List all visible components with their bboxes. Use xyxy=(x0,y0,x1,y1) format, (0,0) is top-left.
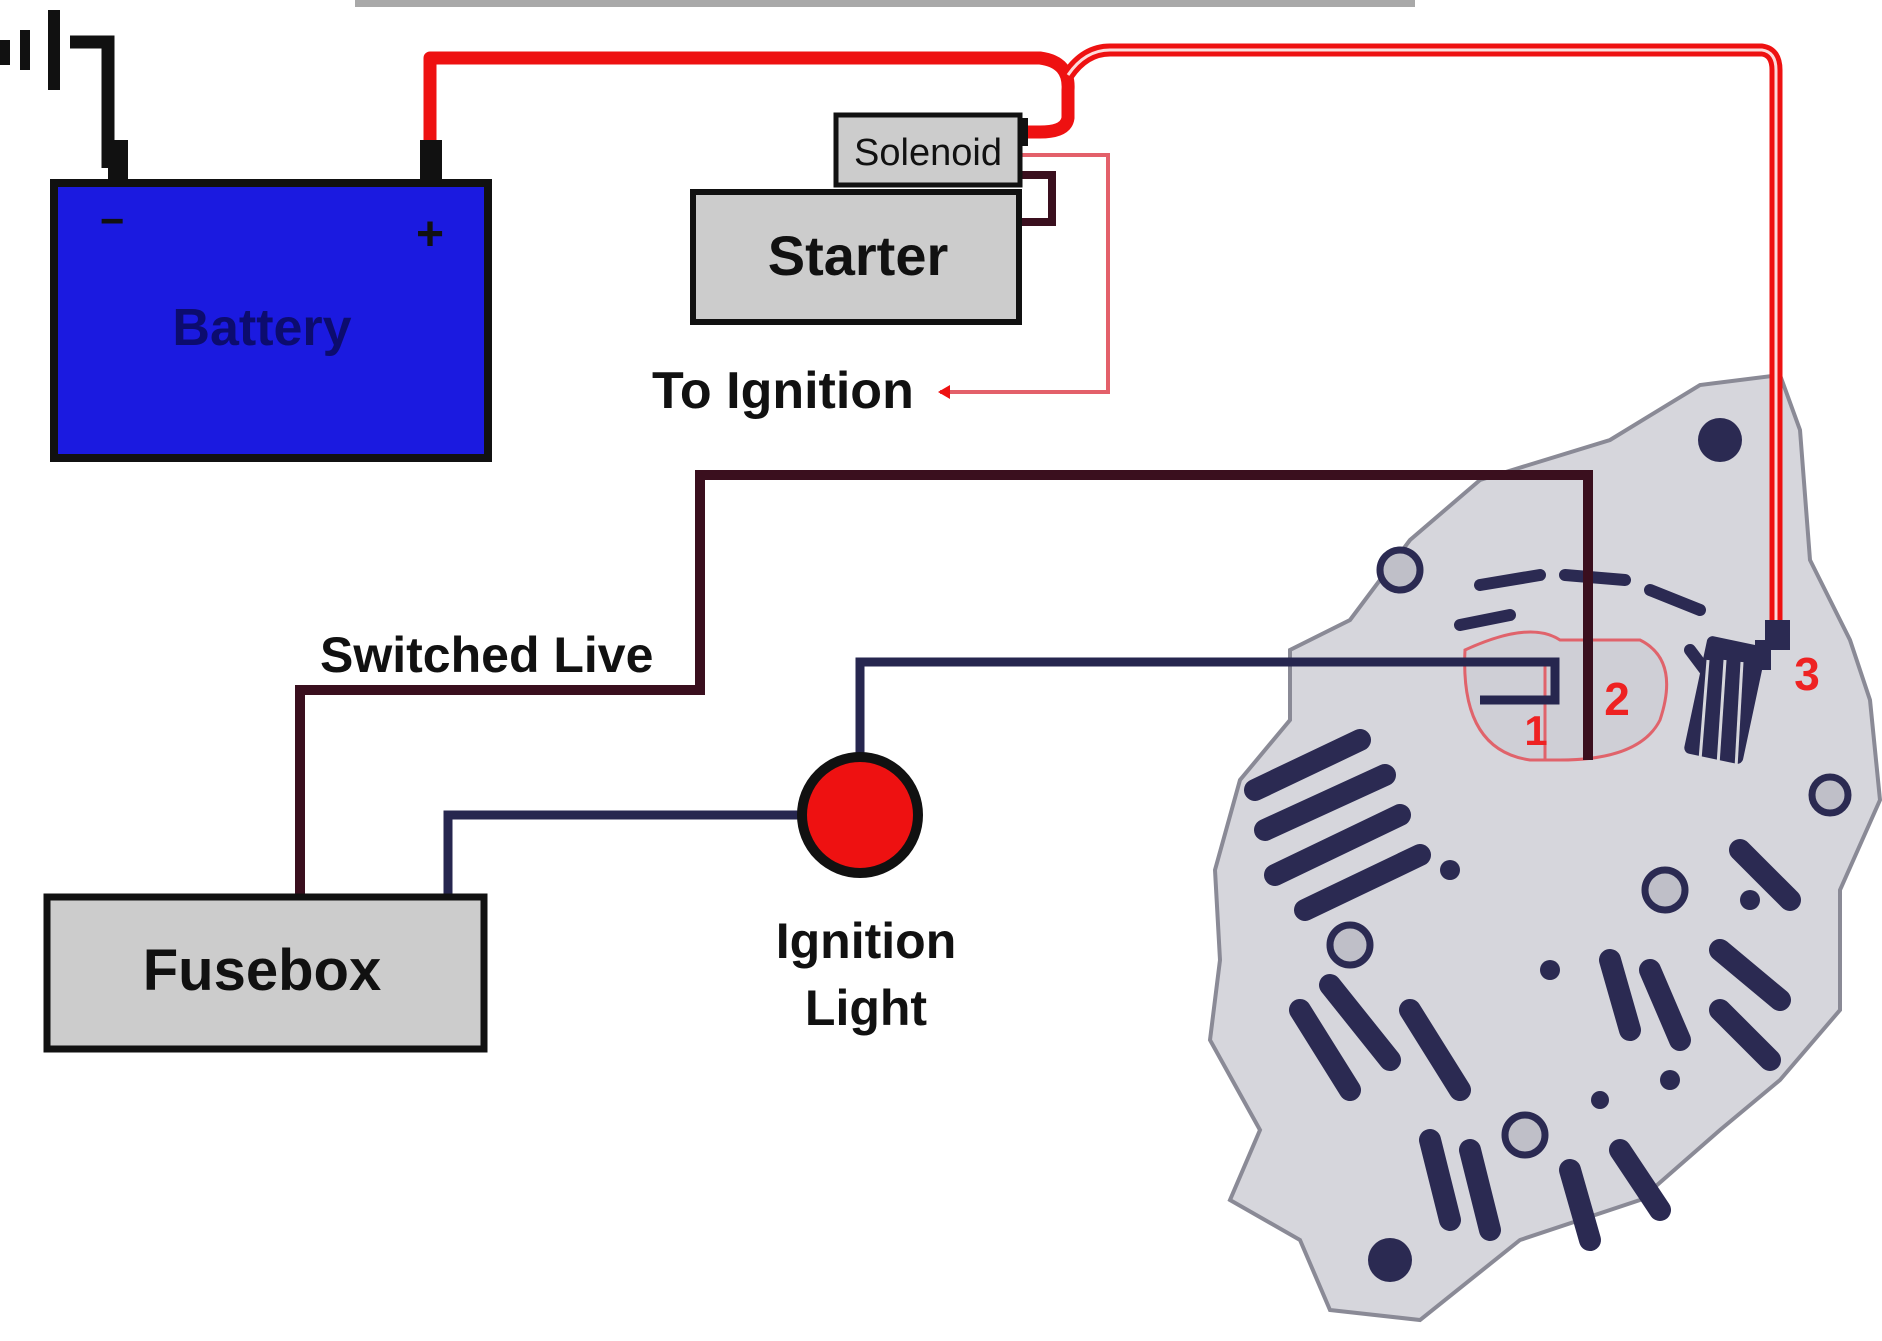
main-power-wire-highlight xyxy=(1066,48,1778,630)
fusebox-label: Fusebox xyxy=(143,938,382,1003)
signal-wire-alternator xyxy=(855,657,1560,760)
ignition-feed-arrow xyxy=(938,385,950,399)
battery-positive-sign: + xyxy=(416,208,444,261)
ignition-feed-wire xyxy=(940,153,1110,394)
alternator-terminal-3-label: 3 xyxy=(1794,648,1820,700)
ignition-light-label-line2: Light xyxy=(805,980,928,1036)
top-border-strip xyxy=(355,0,1415,7)
terminal-3-stub xyxy=(1765,620,1790,650)
warning-light-icon xyxy=(797,752,923,878)
battery-body xyxy=(50,179,492,462)
alternator-terminal-1-label: 1 xyxy=(1524,707,1547,754)
to-ignition-label: To Ignition xyxy=(652,362,914,420)
battery-label: Battery xyxy=(172,299,351,357)
signal-wire-fusebox xyxy=(443,810,802,895)
switched-live-label: Switched Live xyxy=(320,627,653,683)
battery: − + Battery xyxy=(50,140,492,462)
alternator-icon xyxy=(1207,372,1882,1323)
switched-live-wire xyxy=(295,470,1593,895)
starter: Starter xyxy=(690,189,1022,325)
ground-symbol-icon xyxy=(0,10,115,168)
alternator-terminal-2-label: 2 xyxy=(1604,673,1630,725)
starter-label: Starter xyxy=(768,224,949,287)
solenoid: Solenoid xyxy=(833,112,1028,188)
starter-link-wire xyxy=(1022,171,1056,226)
solenoid-label: Solenoid xyxy=(854,132,1002,174)
ignition-light-label-line1: Ignition xyxy=(776,913,957,969)
fusebox: Fusebox xyxy=(43,893,488,1053)
battery-negative-sign: − xyxy=(100,197,125,244)
